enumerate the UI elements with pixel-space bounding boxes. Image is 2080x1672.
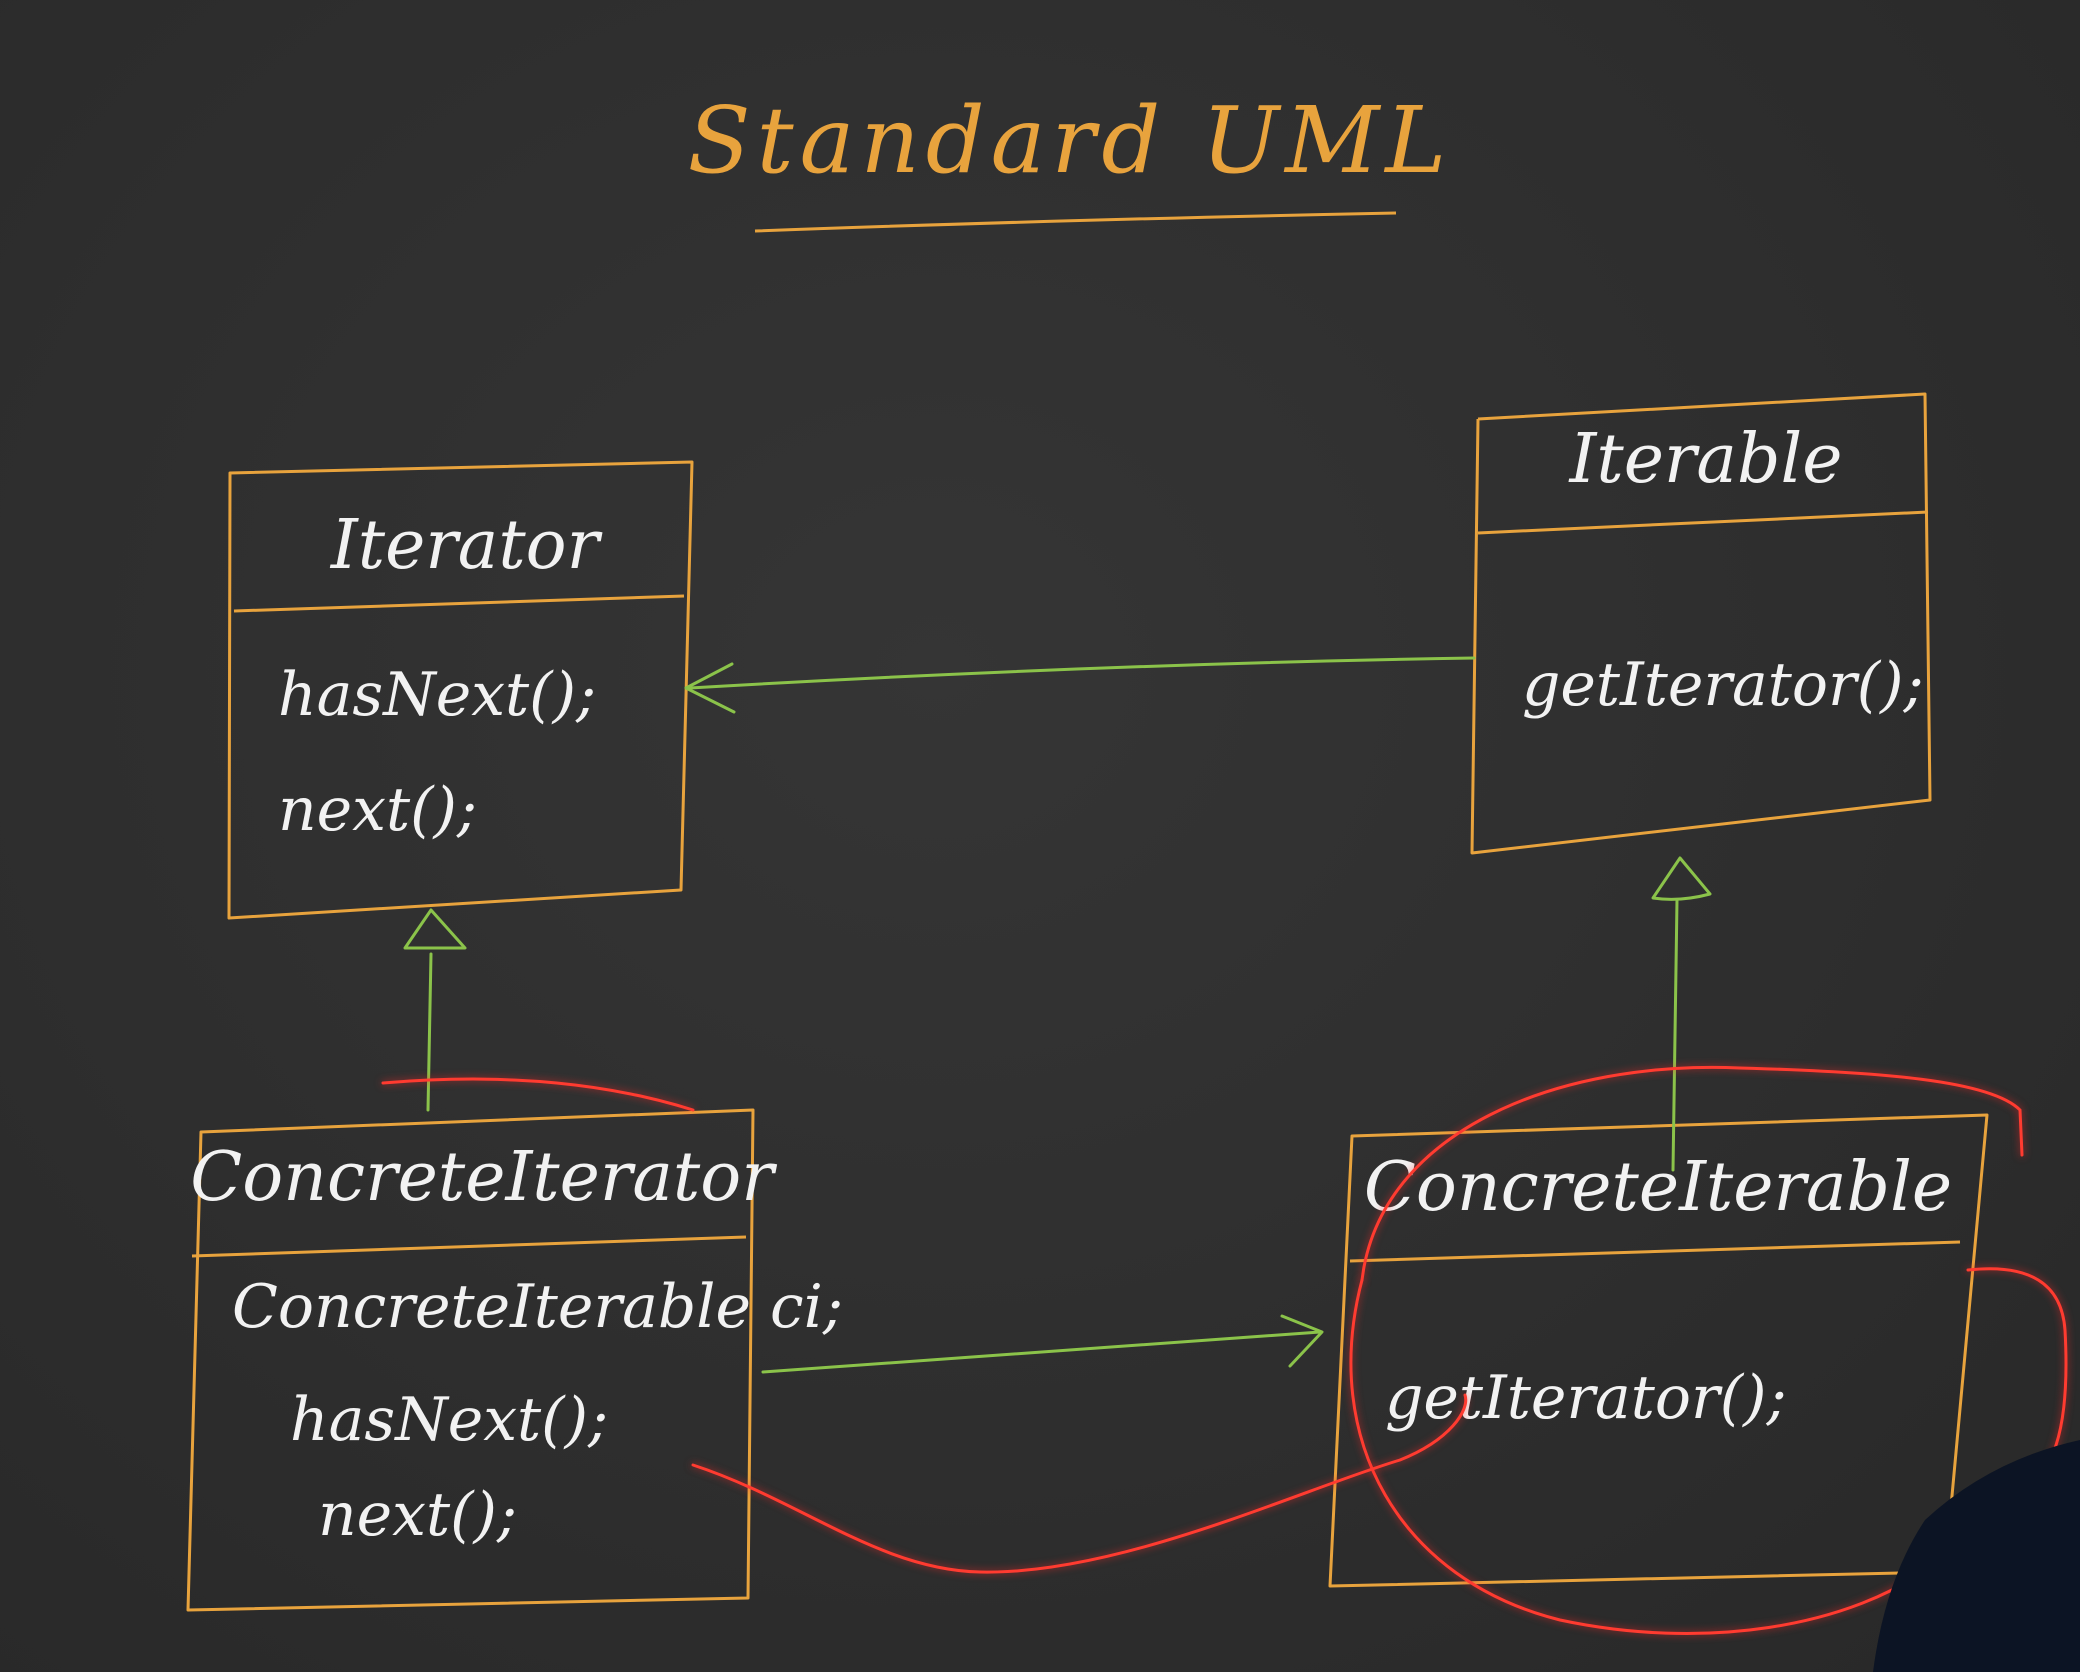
class-iterable: Iterable getIterator(); [1470, 392, 1932, 855]
member-iterator-next: next(); [278, 775, 477, 845]
class-name-concrete-iterator: ConcreteIterator [190, 1138, 777, 1217]
class-name-concrete-iterable: ConcreteIterable [1364, 1148, 1952, 1227]
member-concrete-iterable-getiterator: getIterator(); [1385, 1363, 1787, 1433]
realization-line-concrete-iterator [426, 952, 433, 1112]
member-iterator-hasnext: hasNext(); [278, 660, 596, 730]
class-divider-concrete-iterator [191, 1235, 747, 1258]
class-concrete-iterator: ConcreteIterator ConcreteIterable ci; ha… [186, 1108, 843, 1612]
arrow-iterable-to-iterator [688, 656, 1476, 690]
class-divider-iterator [233, 594, 685, 613]
class-concrete-iterable: ConcreteIterable getIterator(); [1328, 1113, 1989, 1588]
class-divider-concrete-iterable [1349, 1240, 1961, 1263]
highlight-arc-right [1966, 1267, 2068, 1462]
realization-line-concrete-iterable [1671, 898, 1679, 1172]
highlight-swoosh [691, 1393, 1468, 1574]
arrow-concrete-iterator-to-concrete-iterable [761, 1330, 1322, 1374]
realization-triangle-iterator [403, 908, 467, 950]
realization-triangle-iterable [1651, 856, 1712, 901]
member-concrete-iterator-field: ConcreteIterable ci; [232, 1272, 843, 1342]
title-underline [754, 211, 1397, 233]
class-box-iterable [1470, 392, 1932, 855]
highlight-circle-bottom [1349, 1278, 1942, 1635]
class-divider-iterable [1477, 510, 1929, 535]
member-iterable-getiterator: getIterator(); [1522, 650, 1924, 720]
class-name-iterator: Iterator [329, 506, 603, 585]
presenter-silhouette [1873, 1440, 2080, 1672]
highlight-stroke-top [381, 1077, 695, 1112]
diagram-title: Standard UML [688, 87, 1453, 194]
arrow-head-concrete-iterable [1280, 1314, 1324, 1368]
class-box-concrete-iterator [186, 1108, 755, 1612]
member-concrete-iterator-hasnext: hasNext(); [290, 1385, 608, 1455]
arrow-head-iterator [684, 662, 736, 714]
class-iterator: Iterator hasNext(); next(); [227, 460, 694, 920]
class-name-iterable: Iterable [1568, 420, 1843, 499]
member-concrete-iterator-next: next(); [318, 1480, 517, 1550]
highlight-circle-top [1360, 1065, 2024, 1282]
class-box-iterator [227, 460, 694, 920]
